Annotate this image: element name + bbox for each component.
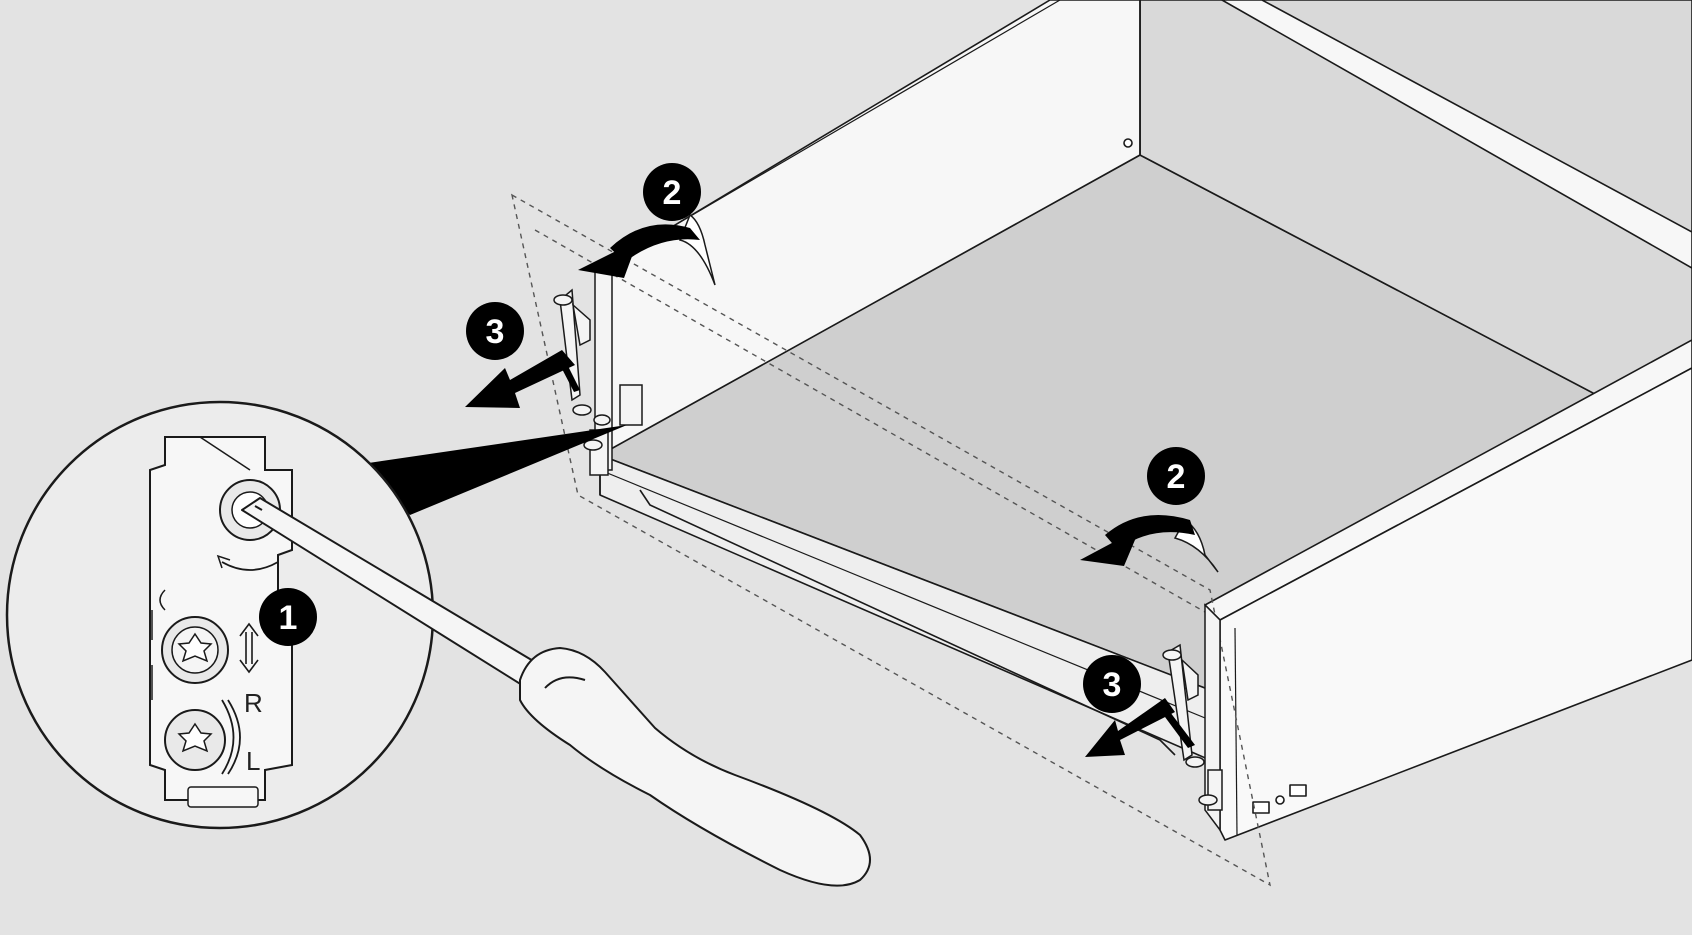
magnifier-callout: [355, 425, 627, 515]
curved-arrow-icon: [1080, 515, 1219, 573]
step-badge-1: 1: [259, 588, 317, 646]
step-badge-2-right: 2: [1147, 447, 1205, 505]
svg-text:3: 3: [486, 313, 505, 351]
drawer-right-top-rail: [1221, 0, 1692, 269]
svg-text:1: 1: [279, 599, 298, 637]
svg-text:3: 3: [1103, 666, 1122, 704]
lateral-adjust-icon: [221, 561, 279, 571]
pull-arrow-icon: [465, 350, 580, 408]
left-front-fitting: [553, 269, 643, 476]
front-panel-outline: [510, 193, 1271, 887]
bracket-letter-r: R: [244, 688, 263, 718]
step-badge-3-left: 3: [466, 302, 524, 360]
step-badge-2-left: 2: [643, 163, 701, 221]
svg-text:2: 2: [663, 174, 682, 212]
step-badge-3-right: 3: [1083, 655, 1141, 713]
magnifier-circle: R L: [5, 400, 627, 830]
svg-text:2: 2: [1167, 458, 1186, 496]
vertical-adjust-icon: [239, 622, 259, 674]
drawer-box: [599, 0, 1692, 841]
bracket-letter-l: L: [246, 746, 260, 776]
right-front-fitting: [1162, 603, 1223, 833]
curved-arrow-icon: [578, 213, 716, 286]
pull-arrow-icon: [1085, 698, 1195, 757]
screwdriver-icon: [241, 497, 871, 887]
